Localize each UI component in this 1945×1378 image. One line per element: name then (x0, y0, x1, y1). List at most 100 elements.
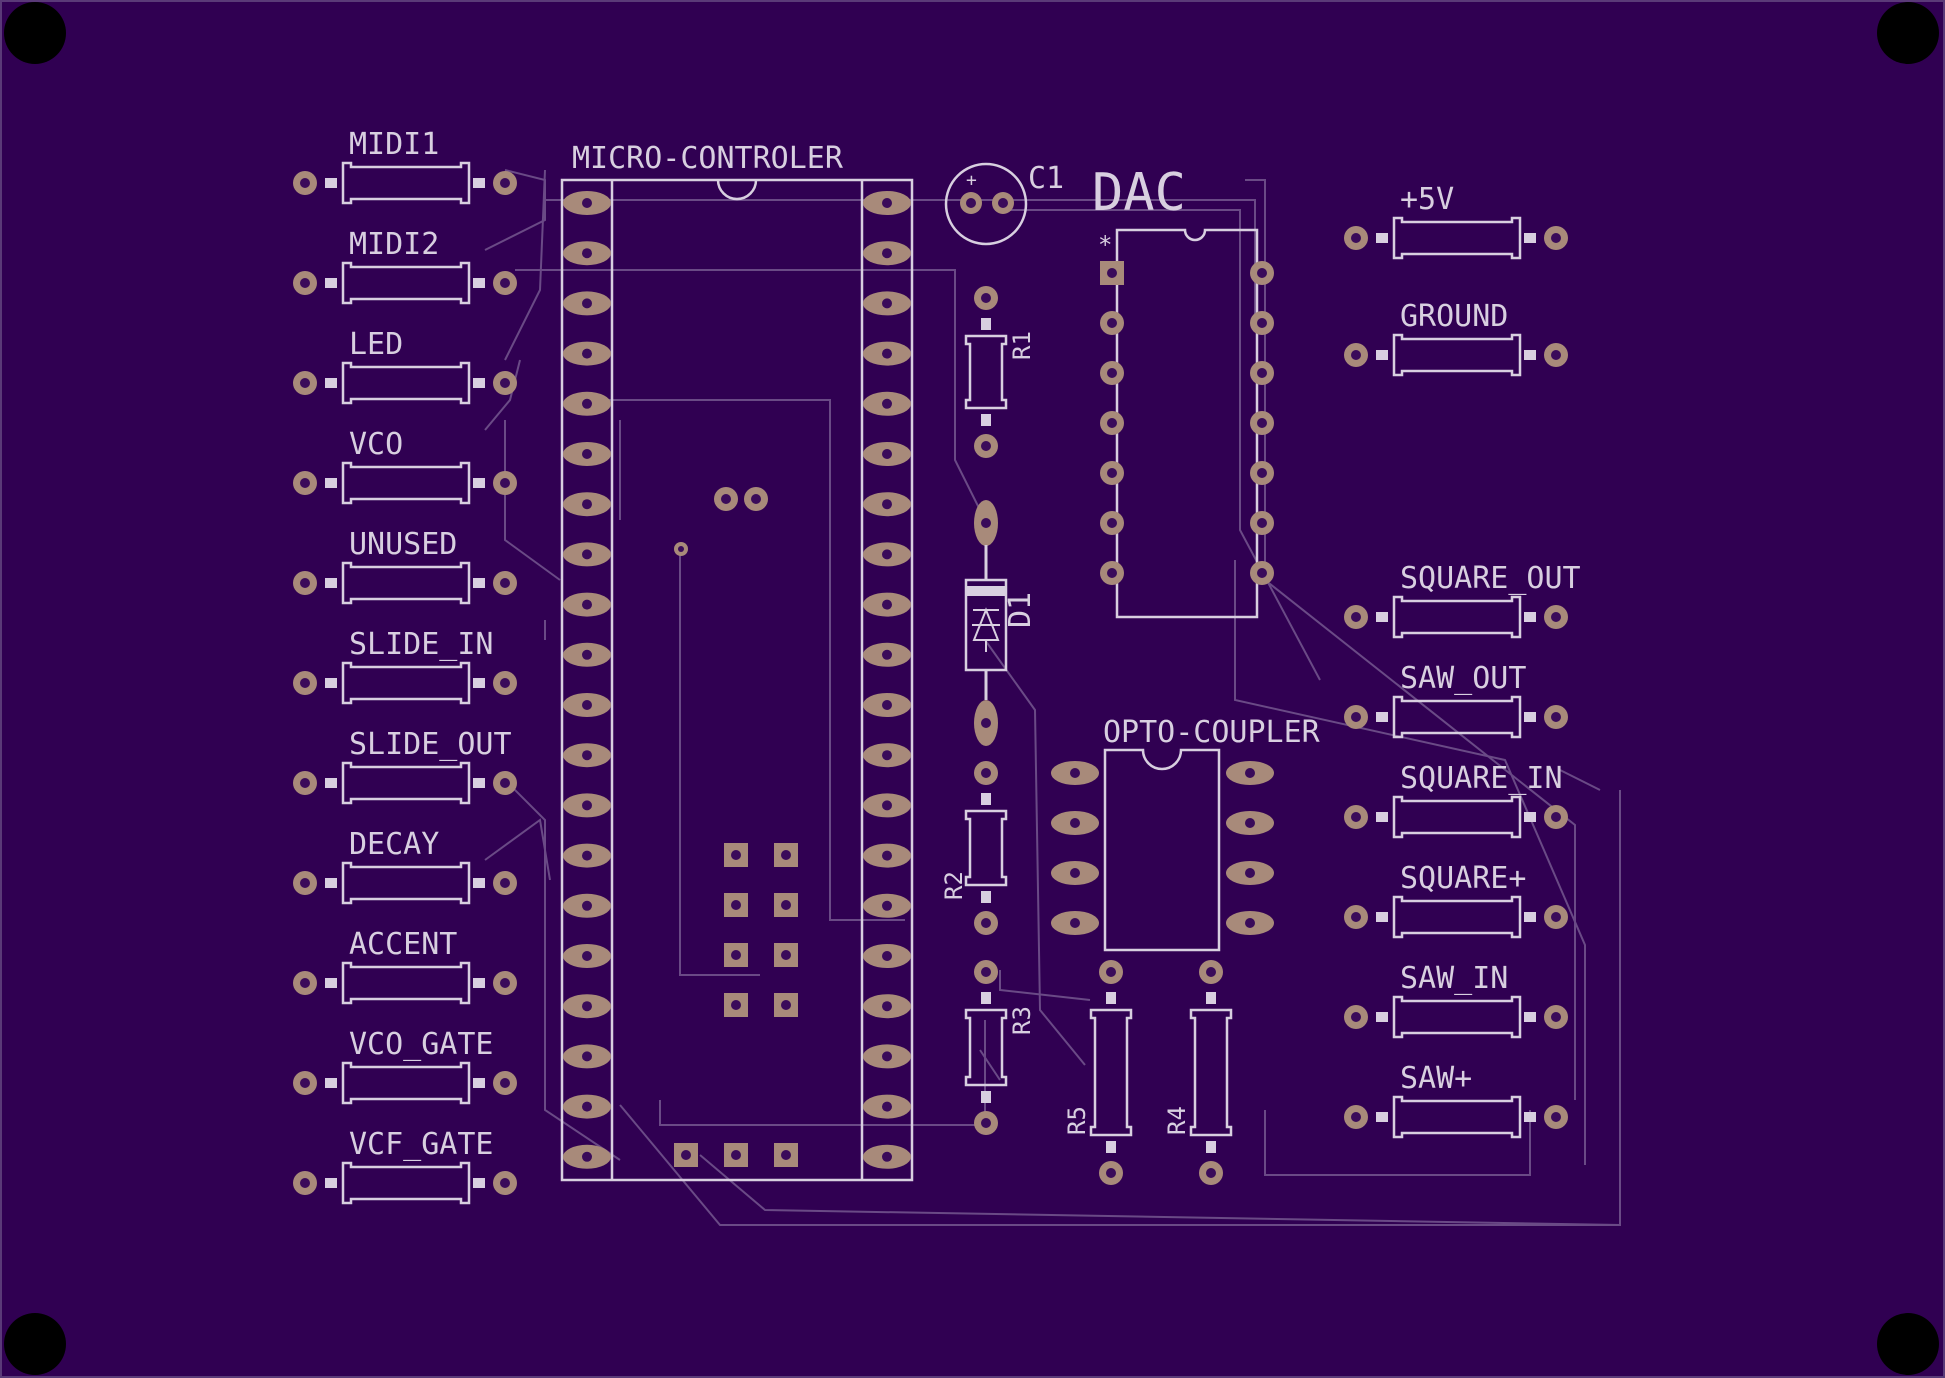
connector-lead-right (473, 1078, 485, 1088)
resistor-r5[interactable]: R5 (1063, 960, 1133, 1185)
mcu-right-17-hole (882, 1051, 892, 1062)
resistor-r5-body (1089, 1008, 1133, 1137)
mcu-left-12-hole (582, 800, 592, 811)
connector-right-bottom-1-left-hole (1351, 712, 1361, 722)
connector-lead-left (1376, 812, 1388, 822)
connector-left-8[interactable]: ACCENT (293, 927, 517, 1005)
connector-left-8-right-hole (500, 978, 510, 988)
connector-right-top-0-right-hole (1551, 233, 1561, 243)
connector-left-7-right-hole (500, 878, 510, 888)
connector-lead-right (473, 678, 485, 688)
connector-lead-right (473, 378, 485, 388)
mcu-left-10-hole (582, 700, 592, 710)
connector-label: VCF_GATE (349, 1127, 494, 1162)
connector-body (1392, 595, 1522, 639)
connector-label: VCO_GATE (349, 1027, 494, 1062)
connector-right-bottom-0[interactable]: SQUARE_OUT (1344, 561, 1581, 639)
resistor-r1[interactable]: R1 (964, 286, 1036, 458)
resistor-r4-lead-bottom (1206, 1141, 1216, 1153)
dac-chip[interactable]: DAC * (1092, 163, 1274, 619)
dac-left-6-hole (1107, 568, 1117, 578)
dac-outline (1115, 228, 1259, 619)
connector-label: +5V (1400, 182, 1454, 217)
connector-left-1[interactable]: MIDI2 (293, 227, 517, 305)
opto-right-0-hole (1245, 768, 1255, 778)
connector-lead-left (1376, 1112, 1388, 1122)
connector-left-5[interactable]: SLIDE_IN (293, 627, 517, 705)
connector-lead-right (1524, 1012, 1536, 1022)
resistor-r2-bottom-hole (981, 918, 991, 928)
diode-d1[interactable]: D1 (964, 500, 1038, 746)
mcu-right-5-hole (882, 449, 892, 459)
misc-b-hole (751, 494, 761, 504)
connector-left-6-right-hole (500, 778, 510, 788)
mcu-right-3-hole (882, 348, 892, 359)
connector-right-bottom-5-right-hole (1551, 1112, 1561, 1122)
connector-lead-right (1524, 1112, 1536, 1122)
mcu-right-11-hole (882, 750, 892, 761)
opto-coupler[interactable]: OPTO-COUPLER (1051, 715, 1321, 952)
connector-right-bottom-1-right-hole (1551, 712, 1561, 722)
connector-left-10[interactable]: VCF_GATE (293, 1127, 517, 1205)
mcu-left-6-hole (582, 499, 592, 510)
resistor-r3-body (964, 1008, 1008, 1087)
connector-right-bottom-0-left-hole (1351, 612, 1361, 622)
connector-left-8-left-hole (300, 978, 310, 988)
connector-label: MIDI1 (349, 127, 439, 162)
connector-left-1-right-hole (500, 278, 510, 288)
connector-label: SQUARE_OUT (1400, 561, 1581, 596)
connector-label: SQUARE_IN (1400, 761, 1563, 796)
resistor-r3-lead-bottom (981, 1091, 991, 1103)
connector-left-2-right-hole (500, 378, 510, 388)
connector-body (1392, 216, 1522, 260)
connector-body (1392, 795, 1522, 839)
connector-right-bottom-4[interactable]: SAW_IN (1344, 961, 1568, 1039)
connector-left-4-left-hole (300, 578, 310, 588)
connector-left-4[interactable]: UNUSED (293, 527, 517, 605)
mcu-right-6-hole (882, 499, 892, 510)
resistor-r4[interactable]: R4 (1163, 960, 1233, 1185)
connector-left-5-right-hole (500, 678, 510, 688)
mcu-left-18-hole (582, 1101, 592, 1112)
connector-lead-left (1376, 233, 1388, 243)
connector-left-7[interactable]: DECAY (293, 827, 517, 905)
resistor-r2-lead-top (981, 793, 991, 805)
resistor-r2[interactable]: R2 (940, 761, 1008, 935)
opto-left-1-hole (1070, 818, 1080, 828)
connector-left-1-left-hole (300, 278, 310, 288)
connector-right-top-0[interactable]: +5V (1344, 182, 1568, 260)
resistor-r5-top-hole (1106, 967, 1116, 977)
connector-left-0[interactable]: MIDI1 (293, 127, 517, 205)
connector-right-bottom-5[interactable]: SAW+ (1344, 1061, 1568, 1139)
connector-lead-left (325, 478, 337, 488)
connector-right-bottom-1[interactable]: SAW_OUT (1344, 661, 1568, 739)
mcu-left-11-hole (582, 750, 592, 761)
connector-right-top-1[interactable]: GROUND (1344, 299, 1568, 377)
resistor-r1-lead-bottom (981, 414, 991, 426)
resistor-r1-bottom-hole (981, 441, 991, 451)
connector-body (1392, 695, 1522, 739)
connector-right-bottom-0-right-hole (1551, 612, 1561, 622)
via-hole (678, 546, 684, 552)
connector-label: SAW_IN (1400, 961, 1508, 996)
microcontroller[interactable]: MICRO-CONTROLER (560, 141, 914, 1182)
connector-left-3[interactable]: VCO (293, 427, 517, 505)
opto-left-2-hole (1070, 868, 1080, 878)
opto-left-0-hole (1070, 768, 1080, 778)
connector-left-9[interactable]: VCO_GATE (293, 1027, 517, 1105)
connector-left-7-left-hole (300, 878, 310, 888)
mcu-right-9-hole (882, 649, 892, 660)
resistor-r3[interactable]: R3 (964, 960, 1036, 1135)
grid-a-0-hole (731, 850, 741, 860)
header-1-hole (731, 1150, 741, 1160)
connector-label: UNUSED (349, 527, 457, 562)
resistor-r5-label: R5 (1063, 1106, 1091, 1135)
connector-left-6[interactable]: SLIDE_OUT (293, 727, 517, 805)
mount-hole-top-left (4, 2, 66, 64)
connector-right-bottom-2[interactable]: SQUARE_IN (1344, 761, 1568, 839)
capacitor-c1[interactable]: + C1 (944, 161, 1064, 246)
connector-left-2[interactable]: LED (293, 327, 517, 405)
opto-outline (1103, 748, 1221, 952)
connector-right-bottom-3[interactable]: SQUARE+ (1344, 861, 1568, 939)
